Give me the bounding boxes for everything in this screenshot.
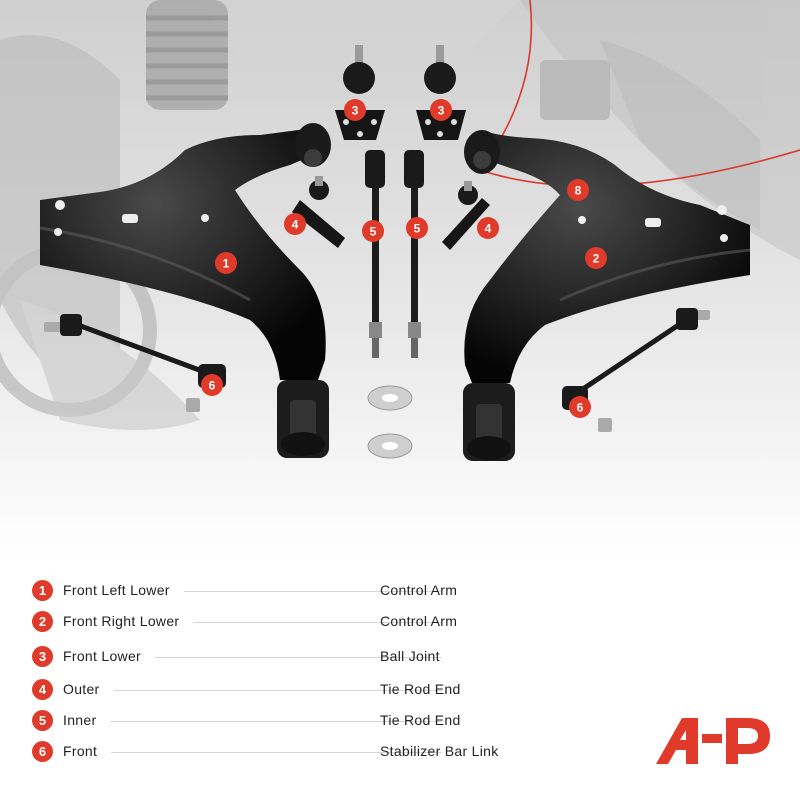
callout-6-right: 6: [569, 396, 591, 418]
callout-4-right: 4: [477, 217, 499, 239]
legend-part-name: Front Left Lower: [63, 582, 170, 598]
svg-text:4: 4: [485, 222, 492, 236]
legend-row: 1 Front Left Lower Control Arm: [32, 578, 457, 602]
svg-text:5: 5: [414, 222, 421, 236]
legend-row: 5 Inner Tie Rod End: [32, 708, 460, 732]
callout-5-right: 5: [406, 217, 428, 239]
outer-tie-rod-end-right: [442, 181, 490, 250]
svg-text:8: 8: [575, 184, 582, 198]
legend-number-badge: 2: [32, 610, 53, 632]
legend-part-name: Outer: [63, 681, 100, 697]
svg-text:6: 6: [209, 379, 216, 393]
outer-tie-rod-end-left: [292, 176, 345, 248]
svg-text:4: 4: [292, 218, 299, 232]
callout-3-right: 3: [430, 99, 452, 121]
legend-leader-line: [155, 656, 442, 658]
inner-tie-rod-right: [404, 150, 424, 358]
legend-part-type: Stabilizer Bar Link: [380, 743, 499, 759]
svg-text:2: 2: [593, 252, 600, 266]
strut-boot: [146, 0, 228, 110]
legend-leader-line: [113, 689, 442, 691]
product-photo: 1 2 3 3 4 4 5 5: [0, 0, 800, 560]
svg-text:1: 1: [223, 257, 230, 271]
legend-leader-line: [110, 720, 442, 722]
legend-part-type: Tie Rod End: [380, 681, 461, 697]
washer-bottom: [367, 433, 413, 459]
svg-text:3: 3: [352, 104, 359, 118]
legend-part-type: Control Arm: [380, 613, 458, 629]
callout-1: 1: [215, 252, 237, 274]
legend-leader-line: [111, 751, 442, 753]
svg-text:3: 3: [438, 104, 445, 118]
inner-tie-rod-left: [365, 150, 385, 358]
brand-logo-icon: [656, 718, 770, 764]
legend-row: 2 Front Right Lower Control Arm: [32, 609, 457, 633]
callout-5-left: 5: [362, 220, 384, 242]
legend-part-name: Front Right Lower: [63, 613, 180, 629]
legend-part-name: Front Lower: [63, 648, 141, 664]
legend-number-badge: 6: [32, 740, 53, 762]
left-lower-control-arm: [39, 123, 331, 458]
svg-text:5: 5: [370, 225, 377, 239]
legend-leader-line: [193, 621, 442, 623]
legend-number-badge: 5: [32, 709, 53, 731]
legend-part-name: Inner: [63, 712, 97, 728]
legend-row: 4 Outer Tie Rod End: [32, 677, 460, 701]
legend-row: 3 Front Lower Ball Joint: [32, 644, 452, 668]
callout-3-left: 3: [344, 99, 366, 121]
legend-number-badge: 3: [32, 645, 53, 667]
legend-part-name: Front: [63, 743, 98, 759]
washer-top: [367, 385, 413, 411]
legend-number-badge: 1: [32, 579, 53, 601]
ball-joint-right: [416, 45, 466, 140]
svg-text:6: 6: [577, 401, 584, 415]
legend-part-type: Ball Joint: [380, 648, 440, 664]
legend-number-badge: 4: [32, 678, 53, 700]
decorative-red-arc: [478, 0, 800, 187]
callout-4-left: 4: [284, 213, 306, 235]
right-lower-control-arm: [463, 130, 751, 461]
legend-part-type: Control Arm: [380, 582, 458, 598]
callout-6-left: 6: [201, 374, 223, 396]
legend-row: 6 Front Stabilizer Bar Link: [32, 739, 498, 763]
legend-leader-line: [183, 590, 442, 592]
parts-legend: 1 Front Left Lower Control Arm 2 Front R…: [0, 570, 800, 800]
callout-8: 8: [567, 179, 589, 201]
legend-part-type: Tie Rod End: [380, 712, 461, 728]
callout-2: 2: [585, 247, 607, 269]
